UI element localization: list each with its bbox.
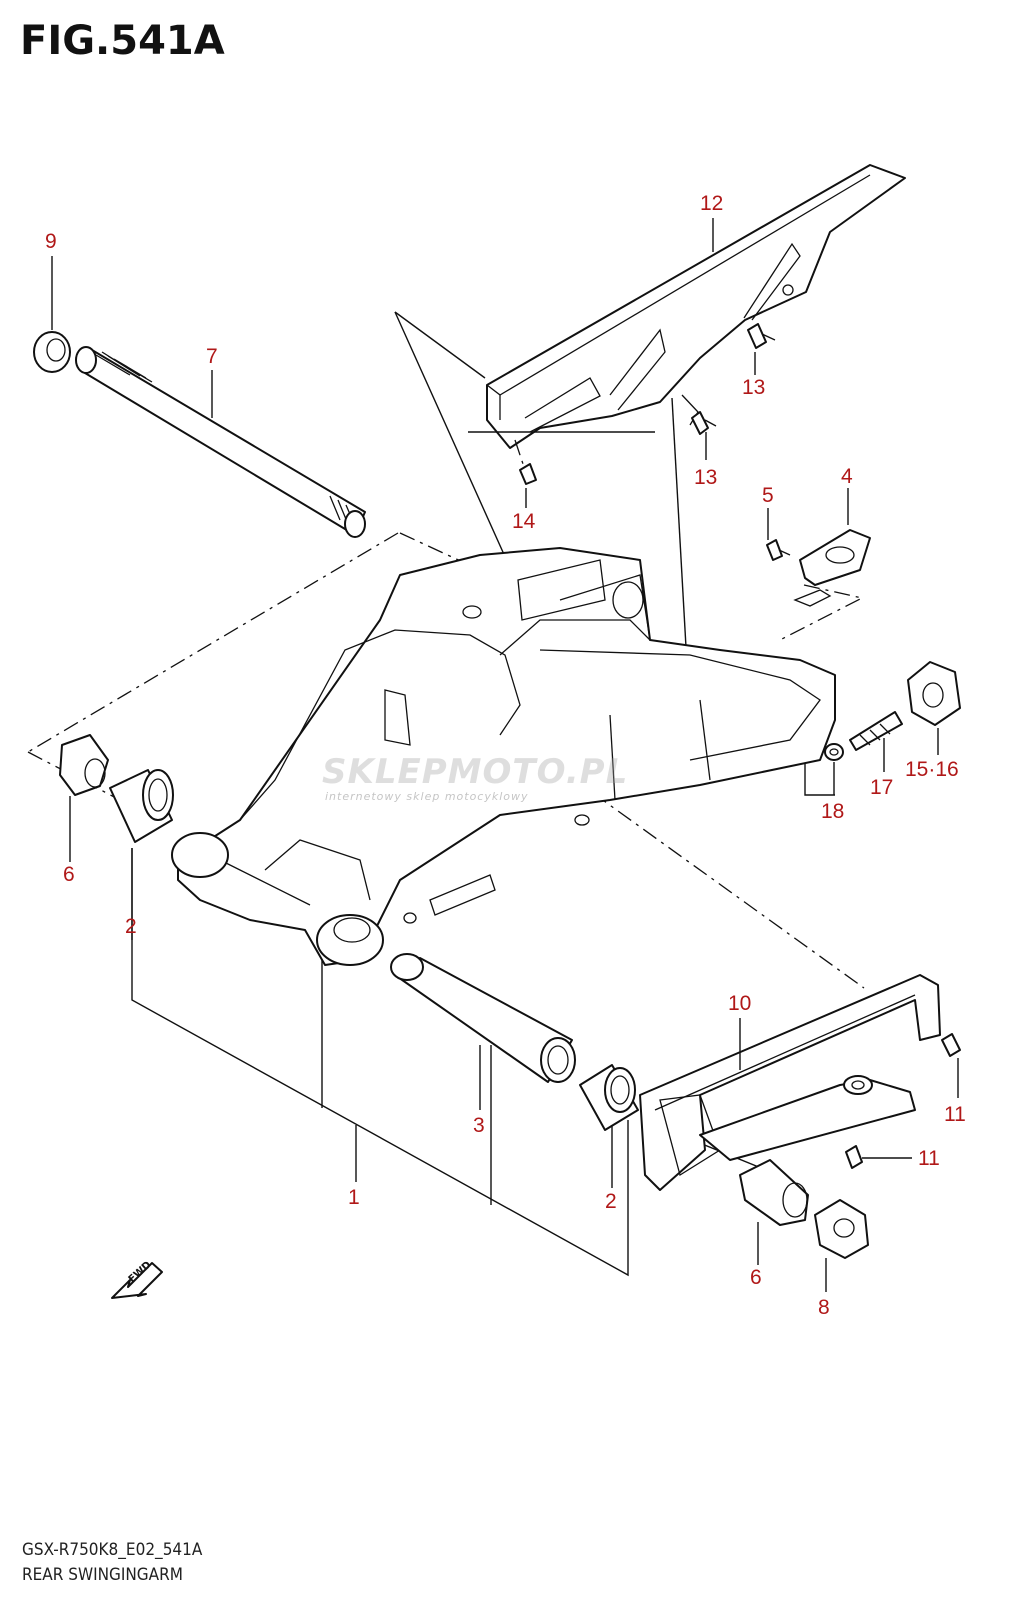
swingarm-body-part[interactable]	[171, 547, 836, 966]
bolt-17[interactable]	[849, 711, 903, 751]
callout-5[interactable]: 5	[762, 484, 774, 507]
callout-11-lower[interactable]: 11	[918, 1147, 940, 1170]
bushing-right-part[interactable]	[739, 1159, 809, 1226]
model-code: GSX-R750K8_E02_541A	[22, 1540, 203, 1560]
callout-17[interactable]: 17	[870, 776, 894, 799]
bolt-11a[interactable]	[941, 1033, 961, 1057]
callout-2-left[interactable]: 2	[125, 915, 137, 938]
bushing-left-part[interactable]	[59, 734, 109, 796]
callout-15-16[interactable]: 15·16	[905, 758, 959, 781]
spacer-part[interactable]	[390, 953, 576, 1083]
adjuster-15-16-part[interactable]	[907, 661, 961, 726]
chain-guide-part[interactable]	[699, 1075, 916, 1161]
callout-2-right[interactable]: 2	[605, 1190, 617, 1213]
callout-6-right[interactable]: 6	[750, 1266, 762, 1289]
callout-11-upper[interactable]: 11	[944, 1103, 966, 1126]
callout-13-upper[interactable]: 13	[742, 376, 766, 399]
washer-18[interactable]	[824, 743, 844, 761]
callout-8[interactable]: 8	[818, 1296, 830, 1319]
bearing-left-part[interactable]	[109, 769, 174, 843]
bolt-13a[interactable]	[747, 323, 776, 349]
pivot-shaft-part[interactable]	[75, 346, 366, 538]
chain-buffer-part[interactable]	[639, 974, 941, 1191]
callout-3[interactable]: 3	[473, 1114, 485, 1137]
bolt-11b[interactable]	[845, 1145, 863, 1169]
callout-6-left[interactable]: 6	[63, 863, 75, 886]
bolt-5[interactable]	[766, 539, 791, 561]
watermark-subtitle: internetowy sklep motocyklowy	[325, 790, 529, 803]
bolt-13b[interactable]	[691, 411, 717, 435]
watermark: SKLEPMOTO.PL	[322, 752, 629, 792]
chain-guard-part[interactable]	[486, 164, 906, 449]
figure-title: FIG.541A	[20, 18, 225, 64]
clip-14[interactable]	[519, 463, 537, 485]
bearing-right-part[interactable]	[579, 1064, 639, 1131]
callout-13-lower[interactable]: 13	[694, 466, 718, 489]
callout-4[interactable]: 4	[841, 465, 853, 488]
callout-14[interactable]: 14	[512, 510, 536, 533]
figure-name: REAR SWINGINGARM	[22, 1565, 183, 1585]
callout-18[interactable]: 18	[821, 800, 845, 823]
pivot-nut-part[interactable]	[814, 1199, 869, 1259]
callout-10[interactable]: 10	[728, 992, 752, 1015]
callout-12[interactable]: 12	[700, 192, 724, 215]
bracket-4-part[interactable]	[793, 529, 871, 607]
fwd-arrow-icon: FWD	[111, 1260, 163, 1299]
callout-7[interactable]: 7	[206, 345, 218, 368]
callout-9[interactable]: 9	[45, 230, 57, 253]
lock-nut-part[interactable]	[33, 331, 71, 373]
callout-1[interactable]: 1	[348, 1186, 360, 1209]
callout-leaders	[51, 218, 959, 1292]
